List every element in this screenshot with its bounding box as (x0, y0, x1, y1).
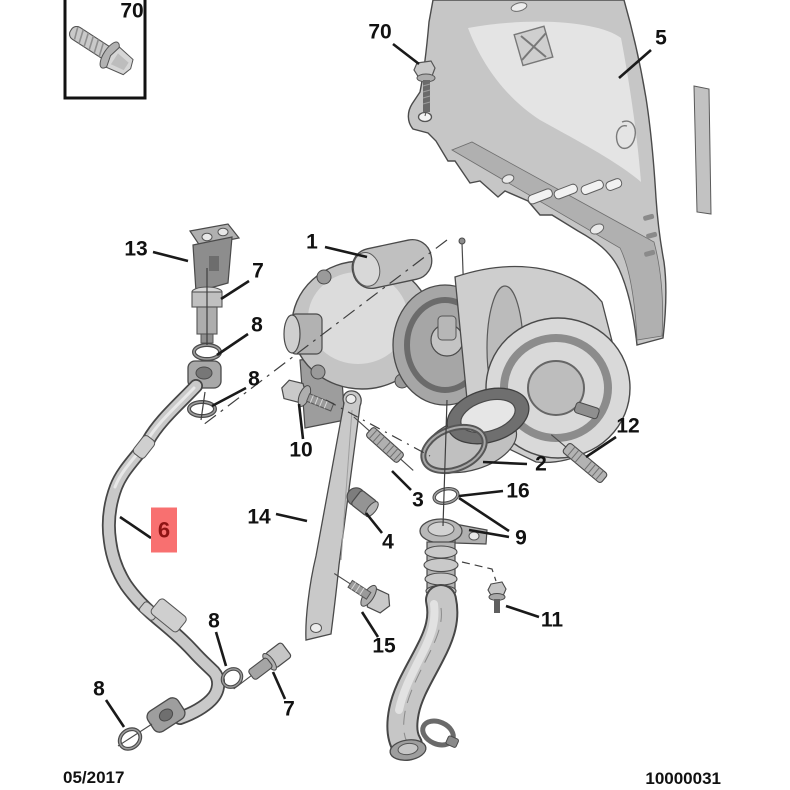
seal-ring-part-16-drawing (432, 487, 460, 505)
leader-line-part-7-lower (271, 671, 287, 700)
callout-part-9[interactable]: 9 (515, 526, 527, 550)
leader-line-part-70 (392, 42, 420, 66)
leader-line-part-8-fourth (104, 699, 126, 728)
turbocharger-part-1-drawing (283, 237, 631, 474)
document-number: 10000031 (645, 769, 721, 788)
stay-bracket-part-14-drawing (305, 390, 362, 641)
leader-line-part-6 (119, 515, 152, 540)
callout-part-14[interactable]: 14 (247, 505, 271, 529)
banjo-bolt-part-7-lower-drawing (233, 642, 292, 690)
leader-line-part-8-upper (216, 332, 249, 357)
leader-line-part-13 (152, 250, 189, 263)
shield-emboss-pattern (513, 25, 554, 67)
oil-return-pipe-part-9-drawing (386, 518, 488, 761)
callout-leader-lines (104, 42, 652, 728)
callout-part-7-lower[interactable]: 7 (283, 697, 295, 721)
callout-part-70[interactable]: 70 (368, 20, 392, 44)
leader-line-part-14 (275, 512, 308, 523)
callout-part-5[interactable]: 5 (655, 26, 667, 50)
bolt-part-11-drawing (487, 581, 507, 613)
callout-part-11[interactable]: 11 (540, 608, 564, 632)
leader-line-part-12 (585, 435, 617, 459)
revision-date: 05/2017 (63, 768, 125, 787)
assembly-axis-lines (200, 239, 497, 582)
bracket-part-13-drawing (188, 223, 241, 293)
stud-part-12-drawing (550, 434, 608, 483)
leader-line-part-9 (468, 528, 510, 539)
callout-part-1[interactable]: 1 (306, 230, 318, 254)
callout-part-8-fourth[interactable]: 8 (93, 677, 105, 701)
callout-part-8-second[interactable]: 8 (248, 367, 260, 391)
callout-part-3[interactable]: 3 (412, 488, 424, 512)
callout-part-12[interactable]: 12 (616, 414, 640, 438)
callout-part-8-upper[interactable]: 8 (251, 313, 263, 337)
callout-part-7-upper[interactable]: 7 (252, 259, 264, 283)
leader-line-part-5 (618, 49, 652, 79)
leader-line-part-2 (482, 460, 528, 466)
leader-line-part-16 (458, 489, 504, 498)
washer-part-8-upper-drawing (192, 343, 222, 361)
leader-line-part-8-second (211, 386, 247, 408)
leader-line-part-3 (391, 470, 412, 491)
hose-clamp-drawing (420, 718, 459, 748)
bolt-part-70-drawing (413, 60, 436, 117)
callout-part-inset-70[interactable]: 70 (120, 0, 144, 23)
callout-part-2[interactable]: 2 (535, 452, 547, 476)
inset-box-part-70 (63, 0, 147, 100)
leader-line-part-7-upper (220, 279, 250, 301)
stud-part-3-drawing (353, 416, 414, 471)
heat-shield-part-5-drawing (407, 0, 712, 346)
bolt-part-10-drawing (281, 379, 335, 412)
callout-part-4[interactable]: 4 (382, 530, 394, 554)
callout-part-6[interactable]: 6 (151, 507, 177, 553)
leader-line-part-8-third (214, 631, 228, 667)
leader-line-part-9 (458, 496, 510, 533)
oil-feed-pipe-part-6-drawing (101, 360, 226, 747)
bolt-part-15-drawing (333, 573, 391, 614)
leader-line-part-10 (297, 403, 305, 440)
callout-part-16[interactable]: 16 (506, 479, 530, 503)
callout-part-15[interactable]: 15 (372, 634, 396, 658)
callout-part-8-third[interactable]: 8 (208, 609, 220, 633)
nut-part-4-drawing (346, 487, 379, 518)
leader-line-part-15 (360, 611, 380, 638)
washer-part-8-third-drawing (220, 667, 244, 689)
leader-line-part-4 (364, 512, 384, 534)
washer-part-8-fourth-drawing (117, 727, 143, 751)
leader-line-part-1 (324, 245, 368, 259)
hex-flange-bolt-70-drawing (69, 25, 134, 76)
callout-part-10[interactable]: 10 (289, 438, 313, 462)
callout-part-13[interactable]: 13 (124, 237, 148, 261)
leader-line-part-11 (505, 604, 540, 619)
